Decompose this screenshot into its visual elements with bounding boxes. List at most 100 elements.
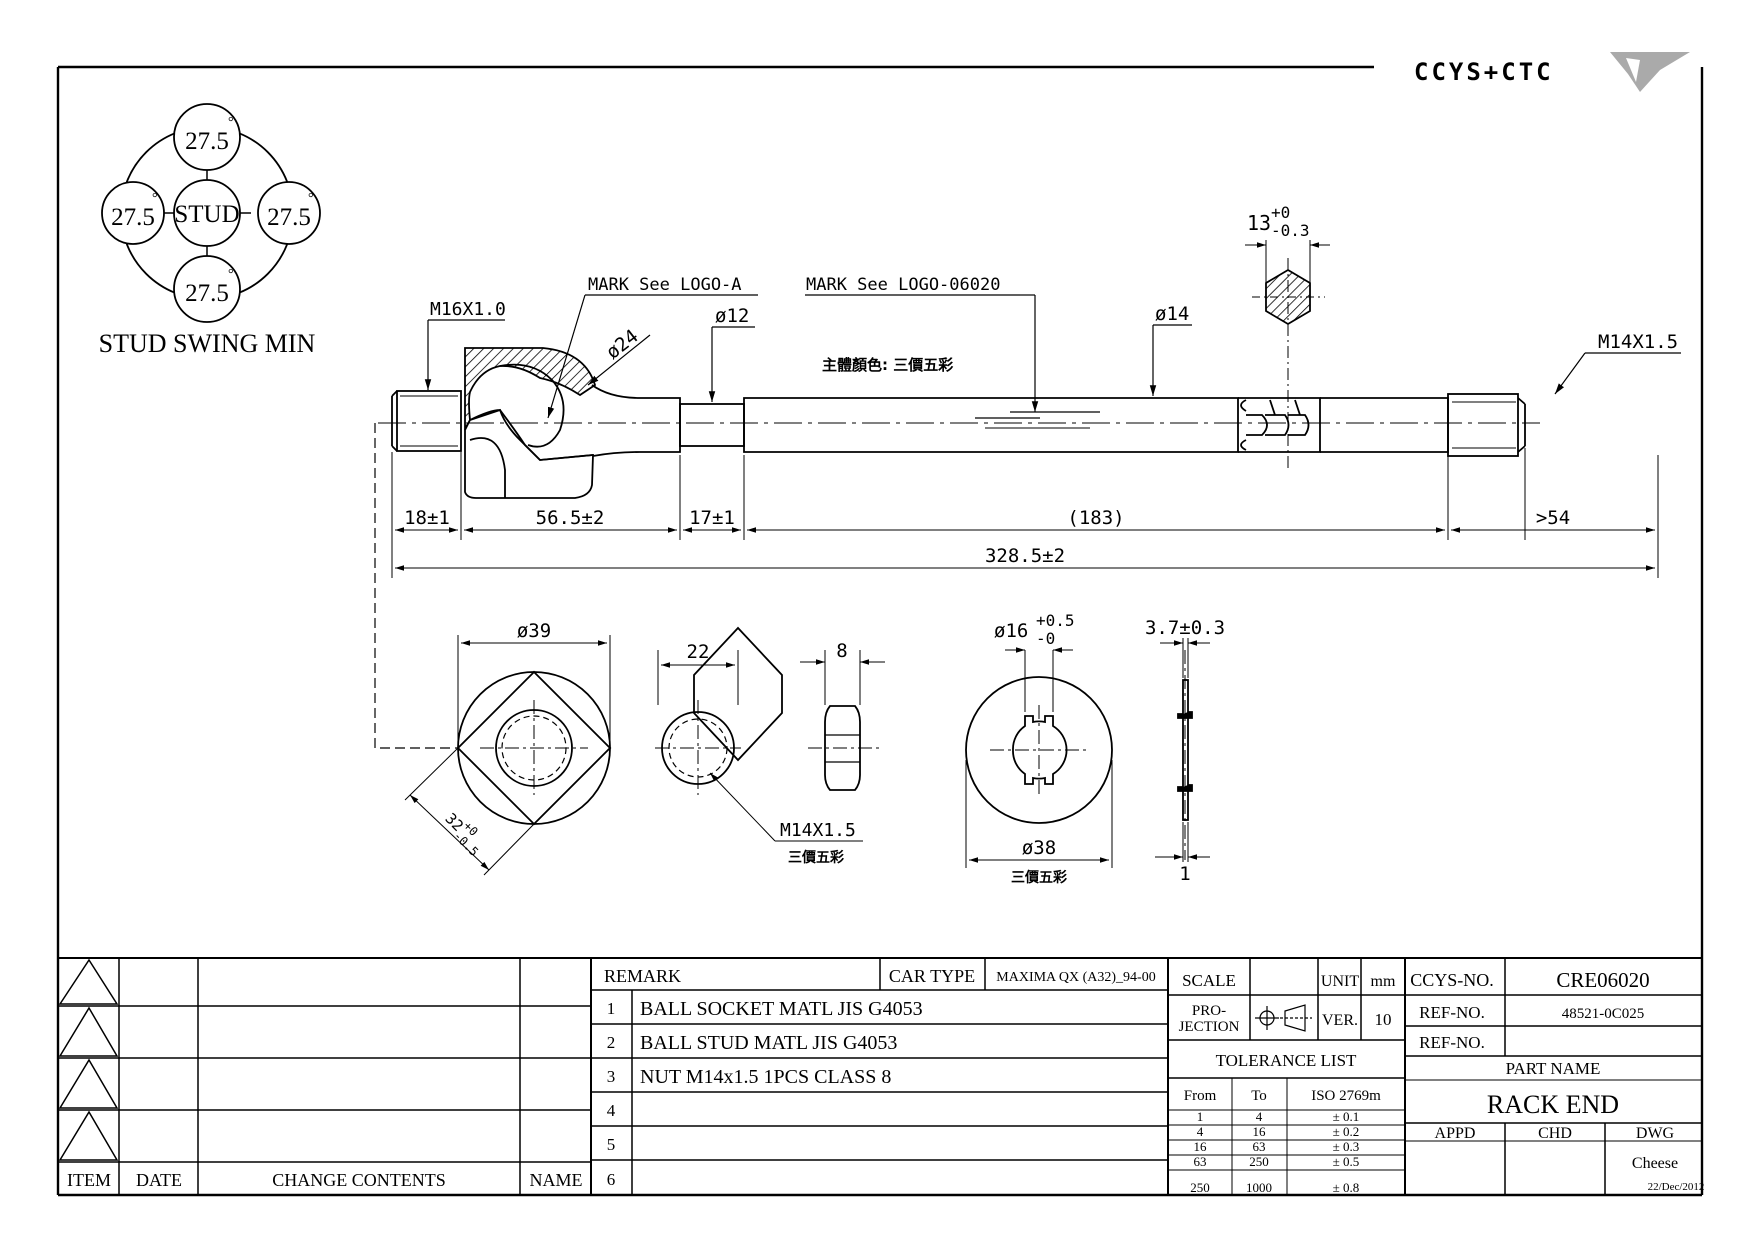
svg-text:± 0.1: ± 0.1 bbox=[1333, 1109, 1360, 1124]
svg-text:3: 3 bbox=[607, 1067, 616, 1086]
nut-side-view: 8 bbox=[800, 640, 885, 791]
part-name-label: PART NAME bbox=[1506, 1059, 1601, 1078]
washer-thick: 3.7±0.3 bbox=[1145, 617, 1225, 639]
svg-text:°: ° bbox=[228, 267, 234, 282]
mark-logo-06020: MARK See LOGO-06020 bbox=[806, 275, 1000, 295]
svg-text:-0.3: -0.3 bbox=[1271, 221, 1310, 240]
drawing-date: 22/Dec/2012 bbox=[1648, 1181, 1705, 1193]
callouts: M16X1.0 MARK See LOGO-A ø24 ø12 MARK See… bbox=[424, 275, 1681, 419]
body-color-note: 主體顏色: 三價五彩 bbox=[822, 356, 953, 374]
dia14-callout: ø14 bbox=[1155, 303, 1189, 325]
svg-text:13: 13 bbox=[1247, 211, 1271, 235]
stud-swing-caption: STUD SWING MIN bbox=[99, 329, 316, 358]
washer-finish: 三價五彩 bbox=[1011, 869, 1067, 886]
svg-text:1: 1 bbox=[607, 999, 616, 1018]
svg-text:-0: -0 bbox=[1036, 629, 1055, 648]
svg-text:-0.5: -0.5 bbox=[451, 829, 481, 859]
svg-text:1: 1 bbox=[1197, 1109, 1204, 1124]
hex-cross-section: 13 +0 -0.3 bbox=[1245, 203, 1330, 470]
nut-thread: M14X1.5 bbox=[780, 820, 856, 841]
svg-text:4: 4 bbox=[607, 1101, 616, 1120]
svg-text:5: 5 bbox=[607, 1135, 616, 1154]
angle-circle-bottom bbox=[173, 255, 241, 323]
dim-183: (183) bbox=[1067, 507, 1124, 529]
svg-text:ISO 2769m: ISO 2769m bbox=[1311, 1088, 1381, 1104]
svg-text:2: 2 bbox=[607, 1033, 616, 1052]
angle-right: 27.5 bbox=[267, 204, 311, 231]
svg-text:16: 16 bbox=[1194, 1139, 1208, 1154]
rev-change-header: CHANGE CONTENTS bbox=[272, 1170, 446, 1190]
washer-side-view: 3.7±0.3 1 bbox=[1145, 617, 1225, 885]
revision-triangle-icon bbox=[58, 1058, 119, 1109]
rack-end-side-view bbox=[374, 347, 1540, 749]
svg-text:63: 63 bbox=[1253, 1139, 1266, 1154]
ver-label: VER. bbox=[1322, 1012, 1358, 1029]
angle-left: 27.5 bbox=[111, 204, 155, 231]
remark-table: REMARK CAR TYPE MAXIMA QX (A32)_94-00 1 … bbox=[591, 958, 1169, 1195]
ccys-no-value: CRE06020 bbox=[1556, 968, 1649, 992]
nut-finish: 三價五彩 bbox=[788, 849, 844, 866]
revision-triangle-icon bbox=[58, 1006, 119, 1057]
dwg-label: DWG bbox=[1636, 1125, 1675, 1142]
stud-label: STUD bbox=[174, 201, 239, 228]
angle-circle-right bbox=[257, 181, 321, 245]
washer-tab: 1 bbox=[1179, 863, 1190, 885]
mark-logo-a: MARK See LOGO-A bbox=[588, 275, 742, 295]
angle-top: 27.5 bbox=[185, 128, 229, 155]
ref-no-label-2: REF-NO. bbox=[1419, 1033, 1485, 1052]
svg-text:1000: 1000 bbox=[1246, 1180, 1272, 1195]
svg-text:+0.5: +0.5 bbox=[1036, 611, 1075, 630]
dia12-callout: ø12 bbox=[715, 305, 749, 327]
flange-detail: ø39 32 +0 -0.5 bbox=[404, 620, 612, 876]
stud-swing-diagram: STUD 27.5 ° 27.5 ° 27.5 ° 27.5 ° STUD SW… bbox=[99, 103, 321, 358]
unit-label: UNIT bbox=[1321, 973, 1359, 990]
car-type-label: CAR TYPE bbox=[889, 966, 975, 986]
m14-rod-callout: M14X1.5 bbox=[1598, 331, 1678, 353]
angle-circle-top bbox=[173, 103, 241, 171]
svg-text:± 0.2: ± 0.2 bbox=[1333, 1124, 1360, 1139]
ref-no-value-1: 48521-0C025 bbox=[1562, 1006, 1645, 1022]
remark-row-2: BALL STUD MATL JIS G4053 bbox=[640, 1032, 897, 1054]
spec-block: SCALE UNIT mm PRO- JECTION VER. 10 TOLER… bbox=[1168, 958, 1406, 1195]
dia24-callout: ø24 bbox=[602, 325, 643, 363]
rev-item-header: ITEM bbox=[67, 1170, 111, 1190]
dim-total: 328.5±2 bbox=[985, 545, 1065, 567]
remark-row-1: BALL SOCKET MATL JIS G4053 bbox=[640, 998, 923, 1020]
company-logo: CCYS+CTC bbox=[1414, 52, 1690, 92]
car-type-value: MAXIMA QX (A32)_94-00 bbox=[996, 970, 1155, 985]
remark-header: REMARK bbox=[604, 966, 681, 986]
svg-text:63: 63 bbox=[1194, 1154, 1207, 1169]
dim-54: >54 bbox=[1536, 507, 1570, 529]
projection-symbol-icon bbox=[1255, 1004, 1312, 1032]
svg-text:16: 16 bbox=[1253, 1124, 1267, 1139]
title-block: CCYS-NO. CRE06020 REF-NO. 48521-0C025 RE… bbox=[1405, 958, 1704, 1195]
nut-thick: 8 bbox=[836, 640, 847, 662]
tolerance-title: TOLERANCE LIST bbox=[1216, 1051, 1357, 1070]
svg-text:+0: +0 bbox=[1271, 203, 1290, 222]
svg-text:°: ° bbox=[228, 115, 234, 130]
dim-18: 18±1 bbox=[404, 507, 450, 529]
dim-56: 56.5±2 bbox=[536, 507, 605, 529]
appd-label: APPD bbox=[1435, 1125, 1476, 1142]
svg-text:± 0.8: ± 0.8 bbox=[1333, 1180, 1360, 1195]
m16-callout: M16X1.0 bbox=[430, 299, 506, 320]
angle-circle-left bbox=[101, 181, 165, 245]
svg-text:± 0.5: ± 0.5 bbox=[1333, 1154, 1360, 1169]
dimensions: 18±1 56.5±2 17±1 (183) >54 328.5±2 bbox=[391, 448, 1659, 578]
svg-text:JECTION: JECTION bbox=[1179, 1019, 1240, 1035]
ccys-no-label: CCYS-NO. bbox=[1410, 970, 1494, 990]
logo-mark-icon bbox=[1610, 52, 1690, 92]
revision-triangle-icon bbox=[58, 958, 119, 1005]
washer-inner: ø16 bbox=[994, 620, 1028, 642]
nut-width: 22 bbox=[687, 641, 710, 663]
revision-triangle-icon bbox=[58, 1110, 119, 1161]
rev-date-header: DATE bbox=[136, 1170, 182, 1190]
svg-text:± 0.3: ± 0.3 bbox=[1333, 1139, 1360, 1154]
svg-text:From: From bbox=[1184, 1088, 1217, 1104]
svg-text:To: To bbox=[1251, 1088, 1267, 1104]
nut-top-view: 22 M14X1.5 三價五彩 bbox=[655, 626, 863, 866]
unit-value: mm bbox=[1371, 973, 1396, 990]
svg-text:4: 4 bbox=[1197, 1124, 1204, 1139]
washer-outer: ø38 bbox=[1022, 837, 1056, 859]
